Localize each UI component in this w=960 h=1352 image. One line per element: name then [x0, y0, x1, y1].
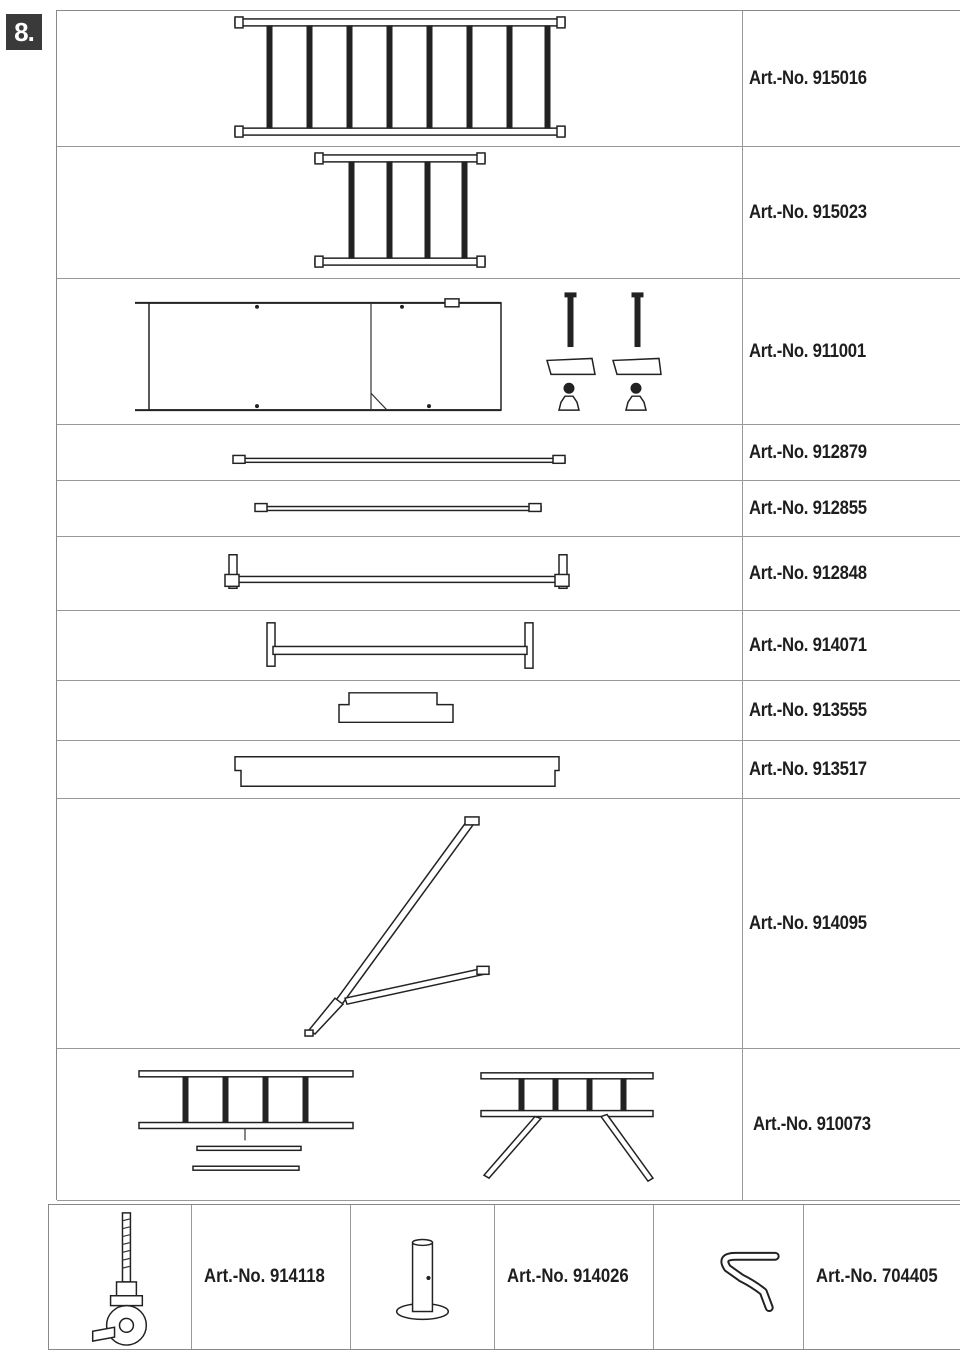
part-row: Art.-No. 912879 [57, 425, 960, 481]
article-number: Art.-No. 910073 [753, 1113, 871, 1135]
part-cell: Art.-No. 704405 [804, 1205, 960, 1349]
part-illustration [57, 611, 743, 680]
part-illustration [57, 279, 743, 424]
part-illustration [57, 537, 743, 610]
part-illustration [57, 799, 743, 1048]
part-illustration [57, 1049, 743, 1200]
part-row: Art.-No. 914071 [57, 611, 960, 681]
part-illustration-cell [654, 1205, 804, 1349]
part-cell: Art.-No. 914118 [192, 1205, 351, 1349]
part-illustration [57, 481, 743, 536]
article-number: Art.-No. 913555 [749, 699, 867, 721]
article-number: Art.-No. 912848 [749, 562, 867, 584]
part-illustration [57, 147, 743, 278]
parts-table: Art.-No. 915016 Art.-No. 915023 [56, 10, 960, 1201]
article-number: Art.-No. 912855 [749, 497, 867, 519]
part-illustration-cell [49, 1205, 192, 1349]
step-number-badge: 8. [6, 14, 42, 50]
base-plate-icon [395, 1238, 450, 1321]
part-row: Art.-No. 913555 [57, 681, 960, 741]
castor-wheel-with-spindle-icon [91, 1212, 148, 1346]
long-brace-icon [232, 454, 566, 465]
article-number: Art.-No. 915016 [749, 67, 867, 89]
horizontal-brace-with-hooks-icon [224, 554, 570, 590]
part-row: Art.-No. 914095 [57, 799, 960, 1049]
part-row: Art.-No. 911001 [57, 279, 960, 425]
part-cell: Art.-No. 914026 [495, 1205, 654, 1349]
part-row: Art.-No. 915023 [57, 147, 960, 279]
platform-with-bolts-and-clamps-icon [135, 292, 662, 412]
article-number: Art.-No. 914026 [507, 1266, 629, 1287]
article-number: Art.-No. 912879 [749, 441, 867, 463]
guard-rail-icon [266, 622, 534, 669]
part-illustration [57, 425, 743, 480]
article-number: Art.-No. 914095 [749, 912, 867, 934]
short-brace-icon [254, 502, 542, 513]
article-number: Art.-No. 704405 [816, 1266, 938, 1287]
part-illustration [57, 11, 743, 146]
locking-pin-icon [720, 1251, 780, 1313]
article-number: Art.-No. 913517 [749, 758, 867, 780]
long-toe-board-icon [234, 755, 560, 787]
ladder-frame-4-rungs-icon [314, 152, 486, 268]
article-number: Art.-No. 914071 [749, 634, 867, 656]
part-illustration [57, 741, 743, 798]
part-row: Art.-No. 912855 [57, 481, 960, 537]
part-row: Art.-No. 913517 [57, 741, 960, 799]
part-illustration-cell [351, 1205, 495, 1349]
article-number: Art.-No. 915023 [749, 201, 867, 223]
part-row: Art.-No. 915016 [57, 11, 960, 147]
article-number: Art.-No. 914118 [204, 1266, 325, 1287]
article-number: Art.-No. 911001 [749, 340, 866, 362]
part-row: Art.-No. 912848 [57, 537, 960, 611]
part-row: Art.-No. 910073 [57, 1049, 960, 1201]
short-toe-board-icon [338, 692, 454, 724]
base-frame-with-outriggers-icon [138, 1070, 655, 1183]
bottom-parts-table: Art.-No. 914118 Art.-No. 914026 Art.-No.… [48, 1204, 960, 1350]
ladder-frame-8-rungs-icon [234, 16, 566, 138]
part-illustration [57, 681, 743, 740]
stabiliser-outrigger-icon [304, 816, 490, 1037]
